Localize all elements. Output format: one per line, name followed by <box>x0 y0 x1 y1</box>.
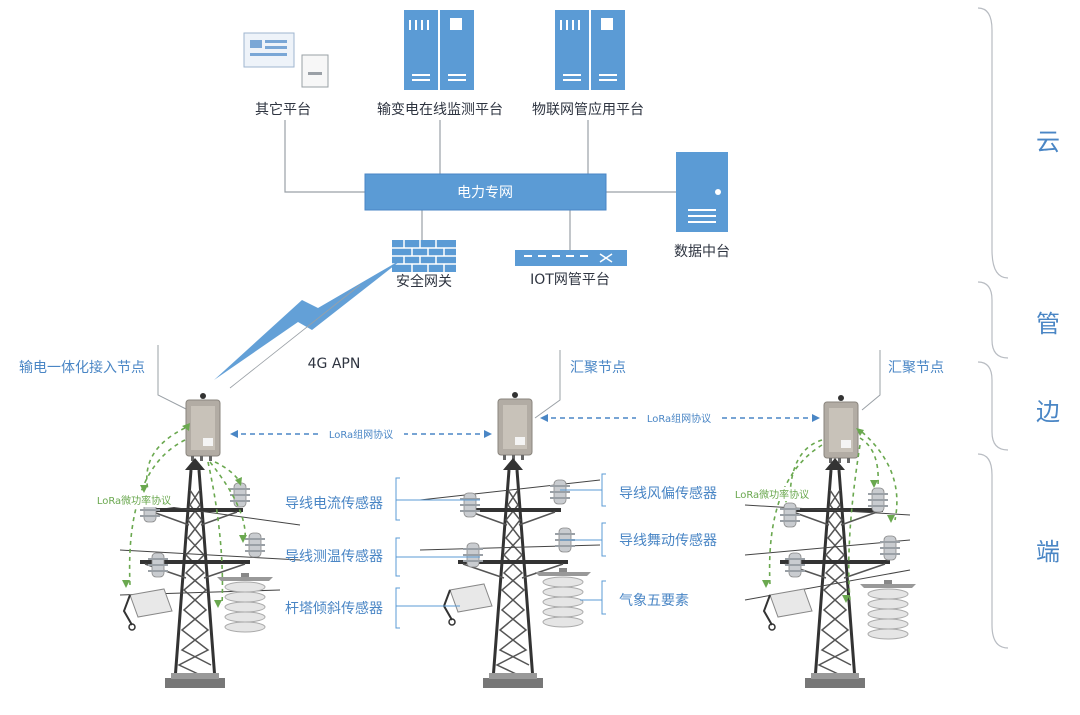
tilt-sensor <box>763 588 813 631</box>
firewall-icon <box>392 240 456 272</box>
weather-station <box>859 579 917 640</box>
data-center-label: 数据中台 <box>674 244 730 260</box>
agg-node-2-device <box>823 394 859 464</box>
tier-pipe: 管 <box>1036 310 1060 338</box>
power-network-label: 电力专网 <box>457 185 513 201</box>
apn-label: 4G APN <box>308 356 361 372</box>
line-sensor <box>779 502 801 528</box>
power-network-bar <box>364 173 607 211</box>
agg-node-1-device <box>497 391 533 461</box>
iot-mgmt-platform-label: IOT网管平台 <box>530 272 610 288</box>
lora-net-2-label: LoRa组网协议 <box>647 412 711 425</box>
sensor-tilt-label: 杆塔倾斜传感器 <box>285 600 383 617</box>
apn-leader-line <box>229 284 361 389</box>
data-center-server-icon <box>676 152 728 232</box>
other-platform-label: 其它平台 <box>255 101 311 118</box>
sensor-weather-label: 气象五要素 <box>619 593 689 609</box>
monitor-platform-label: 输变电在线监测平台 <box>377 102 503 118</box>
security-gateway-label: 安全网关 <box>396 273 452 290</box>
tier-cloud: 云 <box>1036 128 1060 156</box>
iot-app-platform-label: 物联网管应用平台 <box>532 101 644 118</box>
tier-edge: 边 <box>1036 398 1060 426</box>
wireless-link-bolt <box>214 258 404 380</box>
iot-switch-icon <box>515 250 627 266</box>
network-links <box>284 120 676 250</box>
lora-micro-arrowheads <box>122 423 895 608</box>
tier-end: 端 <box>1036 538 1060 566</box>
line-sensor <box>784 552 806 578</box>
monitor-platform-server-icon <box>404 10 474 90</box>
lora-micro-1-label: LoRa微功率协议 <box>97 494 171 507</box>
access-node-label: 输电一体化接入节点 <box>19 359 145 376</box>
agg-node-2-label: 汇聚节点 <box>888 360 944 376</box>
sensor-wind-label: 导线风偏传感器 <box>619 485 717 502</box>
sensor-temp-label: 导线测温传感器 <box>285 548 383 565</box>
weather-station <box>534 567 592 628</box>
tilt-sensor <box>123 588 173 631</box>
sensor-current-label: 导线电流传感器 <box>285 495 383 512</box>
line-sensor <box>879 535 901 561</box>
weather-station <box>216 572 274 633</box>
other-platform-icon <box>243 32 329 88</box>
lora-micro-2-label: LoRa微功率协议 <box>735 488 809 501</box>
agg-node-1-label: 汇聚节点 <box>570 360 626 376</box>
tilt-sensor <box>443 583 493 626</box>
sensor-label-brackets <box>395 473 606 629</box>
line-sensor <box>244 532 266 558</box>
access-node-device <box>185 392 221 462</box>
line-sensor <box>147 552 169 578</box>
lora-net-1-label: LoRa组网协议 <box>329 428 393 441</box>
sensor-gallop-label: 导线舞动传感器 <box>619 532 717 549</box>
tier-braces <box>977 7 1009 649</box>
iot-app-platform-server-icon <box>555 10 625 90</box>
